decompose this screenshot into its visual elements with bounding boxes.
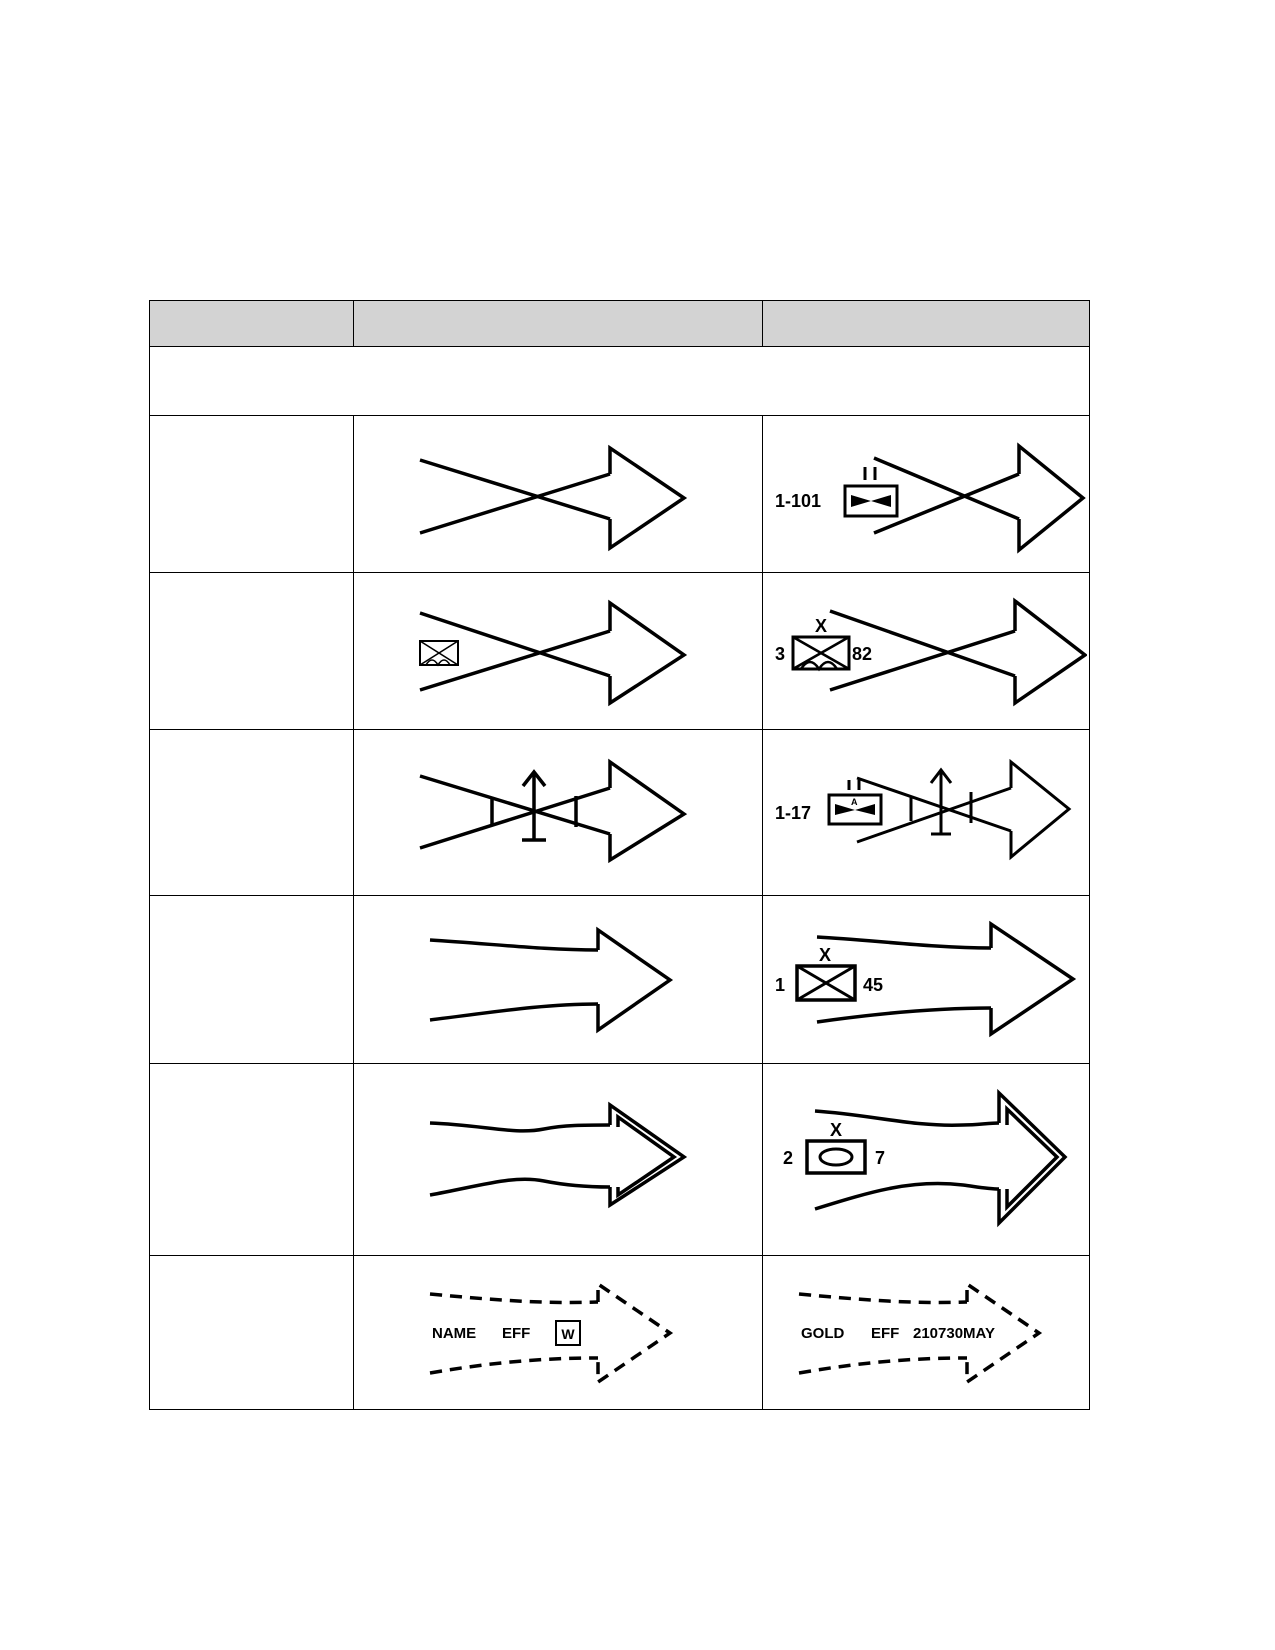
section-row [149, 345, 1090, 417]
left-designator-label: 1 [775, 975, 785, 995]
crossed-arrow-symbol [419, 599, 688, 707]
symbology-table: 1-101 [148, 300, 1090, 1410]
unit-number-label: 1-101 [775, 491, 821, 511]
symbol-cell [353, 415, 764, 574]
table-row: 1-101 [148, 415, 1090, 574]
example-cell: 1-17 A [762, 729, 1090, 897]
double-head-arrow-symbol [430, 1101, 688, 1209]
symbol-eff-label: EFF [502, 1325, 530, 1342]
crossed-arrow-example: 1-17 A [775, 758, 1072, 861]
example-cell: X 2 7 [762, 1062, 1090, 1257]
header-cell-2 [353, 300, 764, 347]
example-eff-label: EFF [871, 1325, 899, 1342]
label-cell [148, 1255, 355, 1410]
example-dtg-label: 210730MAY [913, 1325, 995, 1342]
label-cell [148, 415, 355, 574]
unit-frame-icon [827, 793, 883, 826]
crossed-arrow-example: 1-101 [775, 442, 1087, 554]
right-designator-label: 82 [852, 644, 872, 664]
example-cell: X 3 82 [762, 572, 1090, 731]
unit-frame-icon [843, 484, 899, 518]
curved-arrow-symbol [430, 926, 674, 1034]
echelon-label: X [819, 945, 831, 965]
unit-modifier-label: A [851, 797, 858, 807]
dashed-arrow-example: GOLD EFF 210730MAY [798, 1280, 1043, 1385]
unit-frame-icon [805, 1139, 868, 1176]
unit-number-label: 1-17 [775, 803, 811, 823]
left-designator-label: 2 [783, 1148, 793, 1168]
symbol-cell [353, 1062, 764, 1257]
symbol-name-label: NAME [432, 1325, 476, 1342]
echelon-label: X [830, 1120, 842, 1140]
example-name-label: GOLD [801, 1325, 844, 1342]
crossed-arrow-symbol [419, 758, 688, 864]
double-head-arrow-example: X 2 7 [783, 1089, 1068, 1228]
left-designator-label: 3 [775, 644, 785, 664]
symbol-box-letter: W [562, 1326, 576, 1342]
table-row: X 1 45 [148, 895, 1090, 1064]
bowtie-icon [851, 494, 892, 507]
header-cell-3 [762, 300, 1090, 347]
table-row: X 2 7 [148, 1062, 1090, 1257]
curved-arrow-example: X 1 45 [775, 920, 1077, 1038]
right-designator-label: 7 [875, 1148, 885, 1168]
right-designator-label: 45 [863, 975, 883, 995]
label-cell [148, 729, 355, 897]
table-row: X 3 82 [148, 572, 1090, 731]
label-cell [148, 1062, 355, 1257]
header-row [148, 300, 1090, 347]
section-cell [149, 345, 1090, 417]
label-cell [148, 572, 355, 731]
echelon-label: X [815, 616, 827, 636]
label-cell [148, 895, 355, 1064]
box-icon [555, 1319, 582, 1346]
symbol-cell [353, 895, 764, 1064]
example-cell: X 1 45 [762, 895, 1090, 1064]
crossed-arrow-example: X 3 82 [775, 597, 1088, 707]
example-cell: GOLD EFF 210730MAY [762, 1255, 1090, 1410]
crossed-arrow-symbol [419, 444, 688, 552]
example-cell: 1-101 [762, 415, 1090, 574]
ellipse-icon [818, 1147, 854, 1167]
symbol-cell [353, 729, 764, 897]
table-row: 1-17 A [148, 729, 1090, 897]
table-row: NAME EFF W GOLD EFF 210730MAY [148, 1255, 1090, 1410]
bowtie-icon [835, 803, 876, 815]
dashed-arrow-symbol: NAME EFF W [430, 1280, 674, 1385]
symbol-cell: NAME EFF W [353, 1255, 764, 1410]
symbol-cell [353, 572, 764, 731]
header-cell-1 [148, 300, 355, 347]
